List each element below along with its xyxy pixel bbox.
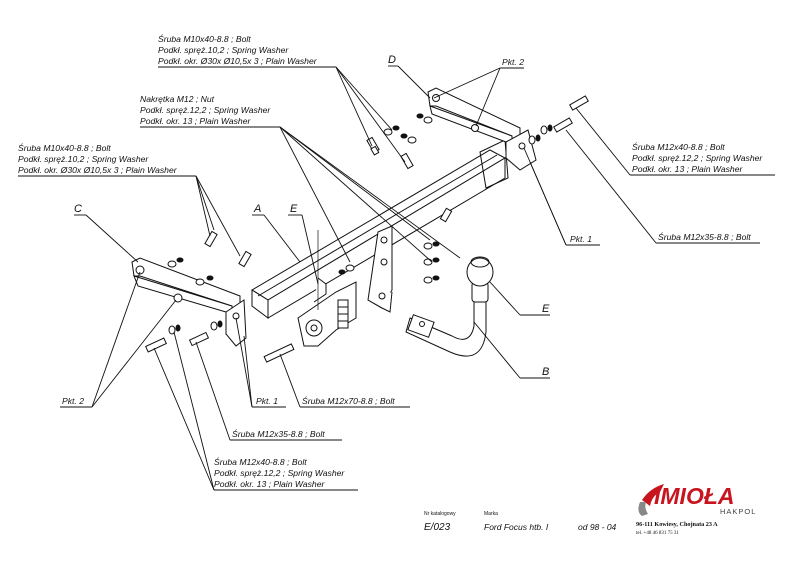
brand-sub: HAKPOL — [720, 507, 756, 516]
brand-logo: IMIOŁA HAKPOL 96-111 Kowiesy, Chojnata 2… — [636, 483, 756, 536]
left-bracket — [131, 257, 247, 347]
pkt1-right-label: Pkt. 1 — [570, 234, 592, 244]
bolt-icon-1 — [366, 136, 380, 156]
callout-right: Śruba M12x40-8.8 ; Bolt Podkł. spręż.12,… — [632, 141, 763, 174]
company-address: 96-111 Kowiesy, Chojnata 23 A — [636, 521, 718, 528]
pkt2-left-label: Pkt. 2 — [62, 396, 84, 406]
callout-line: Podkł. spręż.12,2 ; Spring Washer — [214, 468, 345, 478]
vehicle-model: Ford Focus htb. I — [484, 522, 549, 532]
bolts — [145, 95, 589, 363]
tow-ball-neck — [405, 281, 489, 357]
company-phone: tel. +48 46 831 75 31 — [636, 531, 679, 536]
brand-name: IMIOŁA — [654, 483, 735, 509]
callout-line: Śruba M12x40-8.8 ; Bolt — [214, 456, 307, 467]
center-plate — [297, 281, 357, 347]
part-letter-d: D — [388, 54, 396, 66]
callout-line: Podkł. okr. 13 ; Plain Washer — [632, 164, 743, 174]
callout-bottom: Śruba M12x40-8.8 ; Bolt Podkł. spręż.12,… — [214, 456, 345, 489]
socket-plate — [313, 230, 327, 310]
bolt-icon-9 — [263, 343, 295, 363]
bolt-icon-5 — [204, 230, 218, 248]
hitch-holder — [367, 225, 393, 313]
model-years: od 98 - 04 — [578, 522, 617, 532]
callout-line: Śruba M10x40-8.8 ; Bolt — [158, 33, 251, 44]
bolt-icon-7 — [145, 337, 167, 353]
part-letter-a: A — [253, 203, 261, 215]
callout-left: Śruba M10x40-8.8 ; Bolt Podkł. spręż.10,… — [18, 142, 178, 175]
pkt2-top-label: Pkt. 2 — [502, 57, 524, 67]
callout-line: Śruba M12x40-8.8 ; Bolt — [632, 141, 725, 152]
pkt1-left-label: Pkt. 1 — [256, 396, 278, 406]
bolt-icon-10 — [439, 207, 453, 223]
part-letter-c: C — [74, 203, 82, 215]
callout-line: Śruba M10x40-8.8 ; Bolt — [18, 142, 111, 153]
bolt-icon-3 — [569, 95, 589, 111]
callout-line: Podkł. okr. 13 ; Plain Washer — [214, 479, 325, 489]
bolt-icon-6 — [238, 250, 252, 268]
bolt-icon-8 — [188, 331, 210, 347]
part-letter-e: E — [290, 203, 298, 215]
part-letter-b: B — [542, 366, 549, 378]
callout-line: Podkł. spręż.10,2 ; Spring Washer — [158, 45, 289, 55]
callout-line: Podkł. spręż.12,2 ; Spring Washer — [632, 153, 763, 163]
callout-line: Podkł. okr. 13 ; Plain Washer — [140, 116, 251, 126]
title-block: Nr katalogowy E/023 Marka Ford Focus htb… — [424, 511, 617, 533]
bolt-icon-4 — [553, 117, 573, 133]
bolt-center-label: Śruba M12x70-8.8 ; Bolt — [302, 395, 395, 406]
callout-top-center: Śruba M10x40-8.8 ; Bolt Podkł. spręż.10,… — [158, 33, 318, 66]
callout-line: Podkł. spręż.12,2 ; Spring Washer — [140, 105, 271, 115]
leader-lines — [18, 65, 775, 491]
brand-hook-icon — [638, 502, 648, 516]
bolt-bottom-label: Śruba M12x35-8.8 ; Bolt — [232, 428, 325, 439]
part-letter-e-ball: E — [542, 303, 550, 315]
callout-line: Podkł. spręż.10,2 ; Spring Washer — [18, 154, 149, 164]
brand-swoosh-icon — [642, 484, 664, 506]
make-label: Marka — [484, 511, 498, 517]
catalog-number: E/023 — [424, 522, 451, 533]
callout-line: Nakrętka M12 ; Nut — [140, 94, 215, 104]
bolt-icon-2 — [400, 152, 414, 170]
catalog-label: Nr katalogowy — [424, 511, 456, 517]
washers — [167, 113, 553, 335]
tow-ball — [466, 256, 494, 287]
bolt-right-label: Śruba M12x35-8.8 ; Bolt — [658, 231, 751, 242]
callout-upper-mid: Nakrętka M12 ; Nut Podkł. spręż.12,2 ; S… — [140, 94, 271, 126]
right-bracket — [427, 87, 537, 171]
callout-line: Podkł. okr. Ø30x Ø10,5x 3 ; Plain Washer — [18, 165, 178, 175]
callout-line: Podkł. okr. Ø30x Ø10,5x 3 ; Plain Washer — [158, 56, 318, 66]
